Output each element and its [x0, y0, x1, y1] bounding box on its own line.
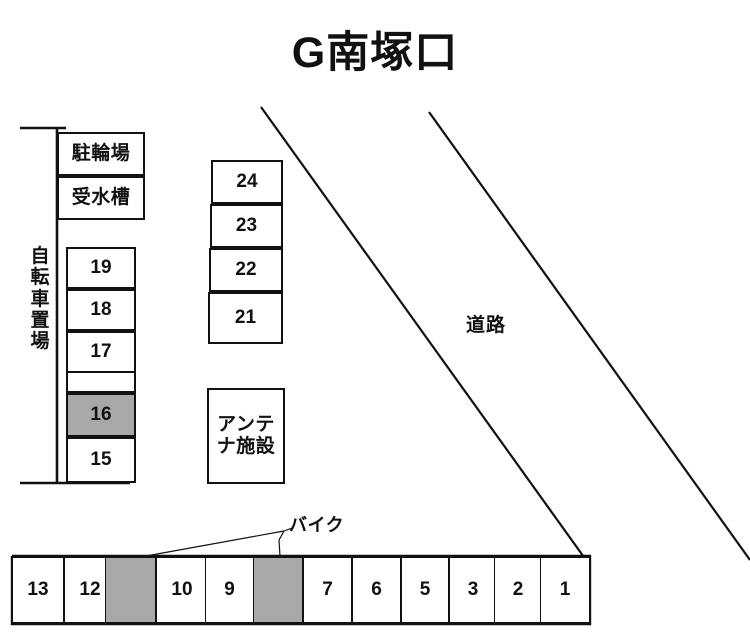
- stall-17[interactable]: 17: [66, 331, 136, 373]
- stall-motorcycle-right[interactable]: [253, 557, 303, 623]
- stall-1[interactable]: 1: [540, 557, 590, 623]
- page-title: G南塚口: [291, 29, 459, 77]
- stall-motorcycle-left[interactable]: [105, 557, 156, 623]
- bicycle-storage-label: 自転車置場: [30, 246, 50, 353]
- stall-21[interactable]: 21: [208, 292, 283, 344]
- stall-15[interactable]: 15: [66, 437, 136, 483]
- stall-13[interactable]: 13: [12, 557, 64, 623]
- stall-18[interactable]: 18: [66, 289, 136, 331]
- stall-17-extension: [66, 373, 136, 393]
- stall-10[interactable]: 10: [156, 557, 208, 623]
- stall-5[interactable]: 5: [401, 557, 449, 623]
- antenna-facility-box[interactable]: アンテ ナ施設: [207, 388, 285, 484]
- stall-23[interactable]: 23: [210, 204, 283, 248]
- stall-9[interactable]: 9: [205, 557, 254, 623]
- antenna-facility-line-2: ナ施設: [216, 436, 276, 457]
- stall-24[interactable]: 24: [211, 160, 283, 204]
- stall-3[interactable]: 3: [449, 557, 497, 623]
- facility-box-water-tank[interactable]: 受水槽: [57, 176, 145, 220]
- motorcycle-label: バイク: [289, 515, 345, 535]
- stall-19[interactable]: 19: [66, 247, 136, 289]
- facility-box-bicycle-parking[interactable]: 駐輪場: [57, 132, 145, 176]
- motorcycle-leader-right: [278, 530, 285, 557]
- stall-7[interactable]: 7: [303, 557, 352, 623]
- road-edge-inner: [260, 106, 587, 561]
- road-label: 道路: [466, 315, 507, 336]
- stall-2[interactable]: 2: [494, 557, 542, 623]
- motorcycle-leader-left: [145, 530, 285, 557]
- antenna-facility-line-1: アンテ: [217, 414, 275, 436]
- stall-22[interactable]: 22: [209, 248, 283, 292]
- stall-16[interactable]: 16: [66, 393, 136, 437]
- stall-6[interactable]: 6: [352, 557, 401, 623]
